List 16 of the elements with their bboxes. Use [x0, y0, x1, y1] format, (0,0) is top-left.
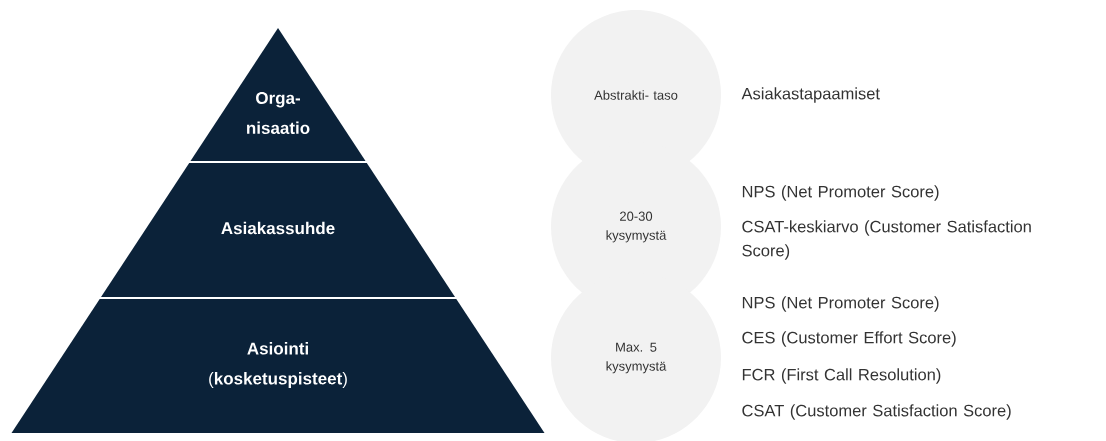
pyramid-band: Asiakassuhde [101, 163, 455, 297]
beside-text: FCR (First Call Resolution) [742, 368, 941, 384]
node-label: Orga- nisaatio [247, 91, 310, 135]
pyramid-band: Orga- nisaatio [190, 28, 366, 161]
node-label: Asiointi (kosketuspisteet) [209, 342, 347, 388]
beside-text: CSAT-keskiarvo (Customer Satisfaction Score) [742, 220, 1031, 260]
beside-text: NPS (Net Promoter Score) [742, 185, 939, 201]
node-label: Max. 5 kysymystä [606, 342, 667, 374]
pyramid-band: Asiointi (kosketuspisteet) [11, 299, 545, 433]
beside-text: NPS (Net Promoter Score) [742, 296, 939, 312]
beside-text: CSAT (Customer Satisfaction Score) [742, 404, 1011, 420]
beside-text: CES (Customer Effort Score) [742, 331, 956, 347]
node-label: 20-30 kysymystä [606, 211, 667, 243]
beside-text: Asiakastapaamiset [741, 87, 880, 103]
node-label: Abstrakti- taso [594, 90, 678, 100]
node-label: Asiakassuhde [221, 221, 335, 235]
